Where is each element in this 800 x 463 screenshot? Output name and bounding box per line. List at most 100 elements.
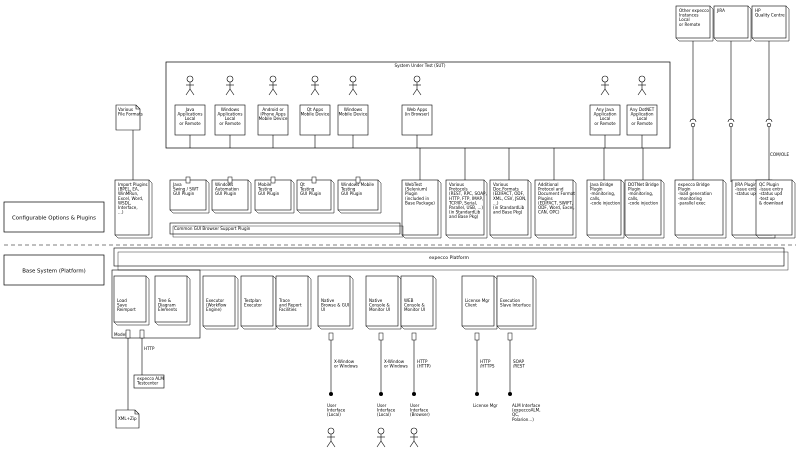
http-label: HTTP [144,346,155,351]
layer-base: Base System (Platform) [3,254,105,286]
connection-label: HTTP/HTTPS [480,359,495,369]
sut-frame: System Under Test (SUT) [165,61,671,149]
plugin-box: QC Plugin-issue entry-status upd-test up… [755,179,796,239]
actor-icon [348,75,358,96]
common-gui-plugin: Common GUI Browser Support Plugin [169,222,404,238]
platform-label: expecco Platform [429,255,469,261]
user-actor-icon [376,427,386,448]
layer-configurable-label: Configurable Options & Plugins [12,216,96,222]
external-system: JIRA [713,5,752,182]
connection-label: HTTP(HTTP) [417,359,431,369]
plugin-label: Import Plugins(BPEL, EA,WinMRun,Excel, W… [118,182,148,215]
actor-icon [637,75,647,96]
xmlzip-label: XML+Zip [118,416,137,421]
sut-title: System Under Test (SUT) [395,63,446,68]
platform-bar: expecco Platform [113,247,789,271]
model-container: Model HTTP [111,269,201,410]
plugin-label: JIRA Plugin-issue entry-status upd [734,182,760,196]
model-label: Model [114,332,126,337]
user-actor-icon [326,427,336,448]
actor-icon [268,75,278,96]
actor-icon [600,75,610,96]
plugin-label: QC Plugin-issue entry-status upd-test up… [759,182,784,205]
actor-icon [310,75,320,96]
actor-icon [185,75,195,96]
endpoint-label: License Mgr [473,403,498,408]
actor-icon [412,75,422,96]
connection: HTTP/HTTPS License Mgr [473,332,498,408]
sut-app-label: Web Apps(in Browser) [405,107,430,117]
connection-label: SOAP/REST [513,359,525,369]
plugin-box: Import Plugins(BPEL, EA,WinMRun,Excel, W… [114,179,153,239]
plugin-boxes: Import Plugins(BPEL, EA,WinMRun,Excel, W… [114,148,796,239]
layer-base-label: Base System (Platform) [22,269,86,275]
common-gui-label: Common GUI Browser Support Plugin [174,226,251,231]
sut-app: Web Apps(in Browser) [401,75,433,148]
